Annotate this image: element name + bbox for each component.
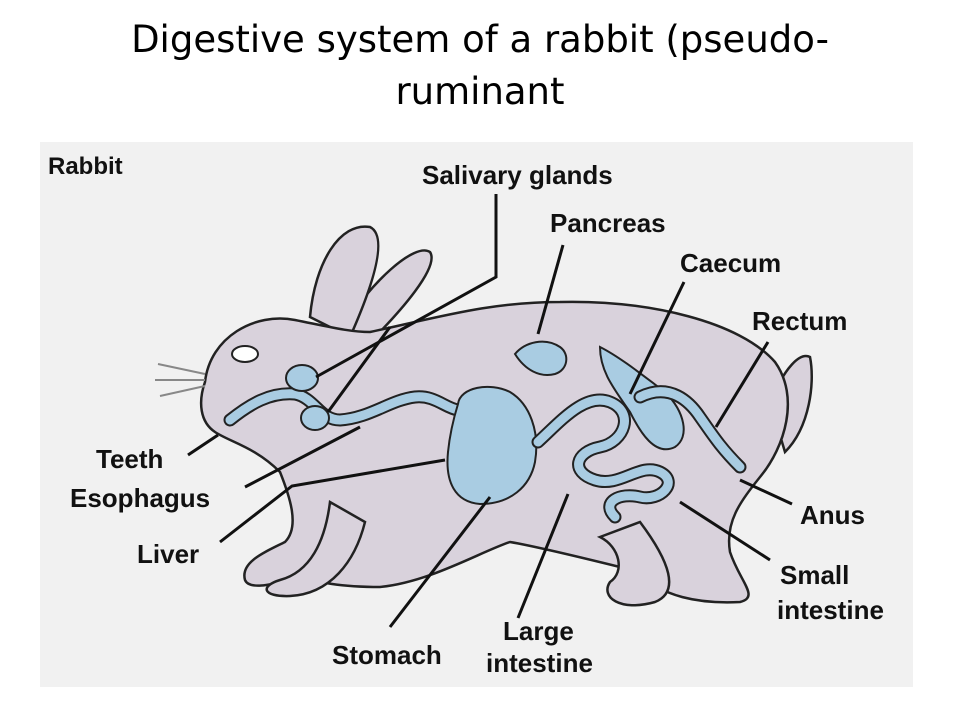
stomach: [446, 385, 538, 506]
esophagus: [225, 389, 463, 425]
front-leg: [265, 499, 367, 598]
diagram-canvas: Rabbit: [48, 153, 884, 678]
small-intestine: [533, 395, 673, 522]
label-anus: Anus: [800, 500, 865, 530]
leader-anus: [739, 478, 793, 506]
leader-small-intestine: [679, 500, 771, 562]
leader-salivary-glands-2: [326, 326, 392, 413]
label-esophagus: Esophagus: [70, 483, 210, 513]
leader-pancreas: [536, 244, 565, 335]
digestive-organs: [223, 340, 747, 524]
label-caecum: Caecum: [680, 248, 781, 278]
label-small-intestine-line1: Small: [780, 560, 849, 590]
salivary-gland-2: [300, 405, 330, 431]
leader-esophagus: [244, 425, 361, 489]
slide-title: Digestive system of a rabbit (pseudo-rum…: [131, 18, 829, 113]
label-stomach: Stomach: [332, 640, 442, 670]
leader-teeth: [187, 433, 219, 457]
hind-leg: [596, 520, 671, 607]
whiskers: [155, 363, 206, 397]
figure-title: Rabbit: [48, 153, 123, 180]
label-teeth: Teeth: [96, 444, 163, 474]
label-large-intestine-line1: Large: [503, 616, 574, 646]
leader-liver: [219, 458, 446, 544]
label-rectum: Rectum: [752, 306, 847, 336]
leader-stomach: [388, 496, 492, 628]
label-small-intestine-line2: intestine: [777, 595, 884, 625]
pancreas: [513, 340, 568, 376]
rabbit-digestive-diagram: Rabbit: [40, 142, 913, 687]
salivary-gland: [285, 364, 319, 392]
leader-large-intestine: [516, 493, 570, 619]
label-liver: Liver: [137, 539, 199, 569]
leader-lines: [187, 194, 793, 628]
label-pancreas: Pancreas: [550, 208, 666, 238]
eye: [231, 345, 259, 363]
label-large-intestine-line2: intestine: [486, 648, 593, 678]
leader-caecum: [628, 281, 686, 395]
label-salivary-glands: Salivary glands: [422, 160, 613, 190]
rectum: [635, 387, 745, 472]
front-ear: [308, 225, 380, 339]
back-ear: [338, 249, 433, 344]
leader-rectum: [714, 341, 770, 428]
